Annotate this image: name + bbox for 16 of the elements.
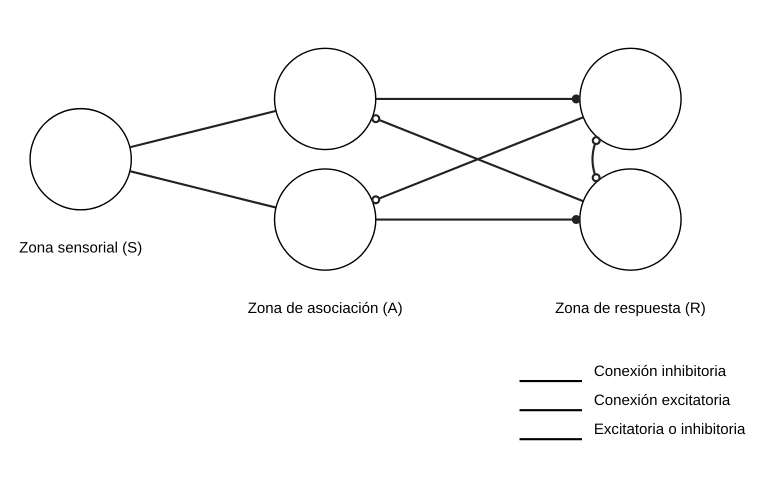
legend-label: Conexión excitatoria: [594, 391, 730, 408]
node-circle: [274, 47, 376, 150]
connector: [376, 94, 581, 103]
node-circle: [274, 168, 376, 270]
connector: [591, 136, 601, 182]
label: Zona sensorial (S): [19, 239, 142, 256]
node-circle: [29, 107, 132, 210]
connector: [130, 109, 276, 148]
label: Zona de asociación (A): [248, 299, 403, 316]
legend-label: Excitatoria o inhibitoria: [594, 420, 746, 438]
label: Zona de respuesta (R): [555, 299, 706, 316]
node-circle: [579, 47, 682, 150]
connector: [376, 214, 581, 224]
connector: [130, 170, 276, 208]
node-circle: [579, 168, 682, 270]
legend-label: Conexión inhibitoria: [594, 362, 726, 380]
